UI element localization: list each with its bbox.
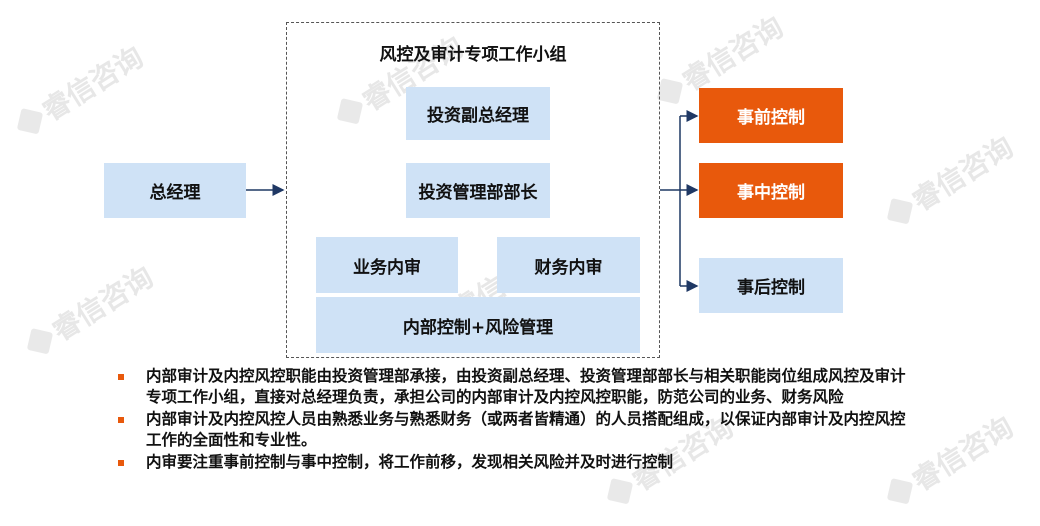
general-manager-box: 总经理 xyxy=(104,163,246,218)
mid-control-box: 事中控制 xyxy=(699,163,843,218)
internal-control-risk-box: 内部控制+风险管理 xyxy=(316,297,640,353)
pre-control-box: 事前控制 xyxy=(699,88,843,143)
investment-deputy-gm-label: 投资副总经理 xyxy=(427,106,529,126)
general-manager-label: 总经理 xyxy=(149,183,201,203)
bullet-text: 内部审计及内控风控人员由熟悉业务与熟悉财务（或两者皆精通）的人员搭配组成，以保证… xyxy=(146,410,906,449)
business-audit-box: 业务内审 xyxy=(316,237,458,293)
investment-dept-head-box: 投资管理部部长 xyxy=(406,163,550,218)
task-group-frame xyxy=(286,22,660,358)
internal-control-risk-label: 内部控制+风险管理 xyxy=(402,317,554,338)
post-control-label: 事后控制 xyxy=(737,278,805,298)
business-audit-label: 业务内审 xyxy=(353,257,421,278)
bullet-item: 内审要注重事前控制与事中控制，将工作前移，发现相关风险并及时进行控制 xyxy=(118,452,918,473)
bullet-text: 内部审计及内控风控职能由投资管理部承接，由投资副总经理、投资管理部部长与相关职能… xyxy=(146,367,906,406)
finance-audit-box: 财务内审 xyxy=(497,237,640,293)
investment-deputy-gm-box: 投资副总经理 xyxy=(406,87,550,140)
task-group-title: 风控及审计专项工作小组 xyxy=(379,45,567,65)
pre-control-label: 事前控制 xyxy=(737,108,805,128)
finance-audit-label: 财务内审 xyxy=(534,257,603,278)
bullet-text: 内审要注重事前控制与事中控制，将工作前移，发现相关风险并及时进行控制 xyxy=(146,453,674,471)
post-control-box: 事后控制 xyxy=(699,258,843,313)
bullet-item: 内部审计及内控风控职能由投资管理部承接，由投资副总经理、投资管理部部长与相关职能… xyxy=(118,366,918,408)
bullet-item: 内部审计及内控风控人员由熟悉业务与熟悉财务（或两者皆精通）的人员搭配组成，以保证… xyxy=(118,409,918,451)
bullet-square-icon xyxy=(118,417,124,423)
bullet-list: 内部审计及内控风控职能由投资管理部承接，由投资副总经理、投资管理部部长与相关职能… xyxy=(118,366,918,474)
bullet-square-icon xyxy=(118,460,124,466)
investment-dept-head-label: 投资管理部部长 xyxy=(418,183,538,203)
bullet-square-icon xyxy=(118,374,124,380)
mid-control-label: 事中控制 xyxy=(737,183,805,203)
